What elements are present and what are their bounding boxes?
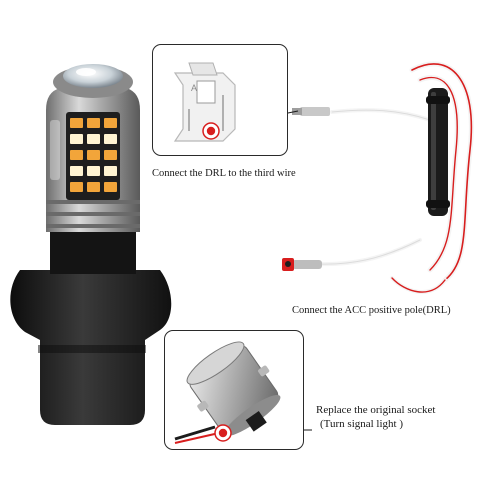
socket-inset <box>164 330 304 450</box>
svg-text:A: A <box>191 83 197 93</box>
caption-acc-positive: Connect the ACC positive pole(DRL) <box>292 305 451 316</box>
wire-connector-icon: A <box>173 62 236 142</box>
caption-turn-signal: (Turn signal light ) <box>320 418 404 430</box>
connector-inset: A <box>152 44 288 156</box>
led-bulb <box>10 64 172 425</box>
inline-resistor <box>426 88 450 216</box>
bullet-connector-acc <box>282 258 322 271</box>
caption-replace-socket: Replace the original socket <box>316 404 436 416</box>
wire-harness <box>316 61 474 294</box>
caption-drl-third-wire: Connect the DRL to the third wire <box>152 168 296 179</box>
bayonet-socket-icon <box>174 341 281 444</box>
led-chips <box>70 118 117 192</box>
